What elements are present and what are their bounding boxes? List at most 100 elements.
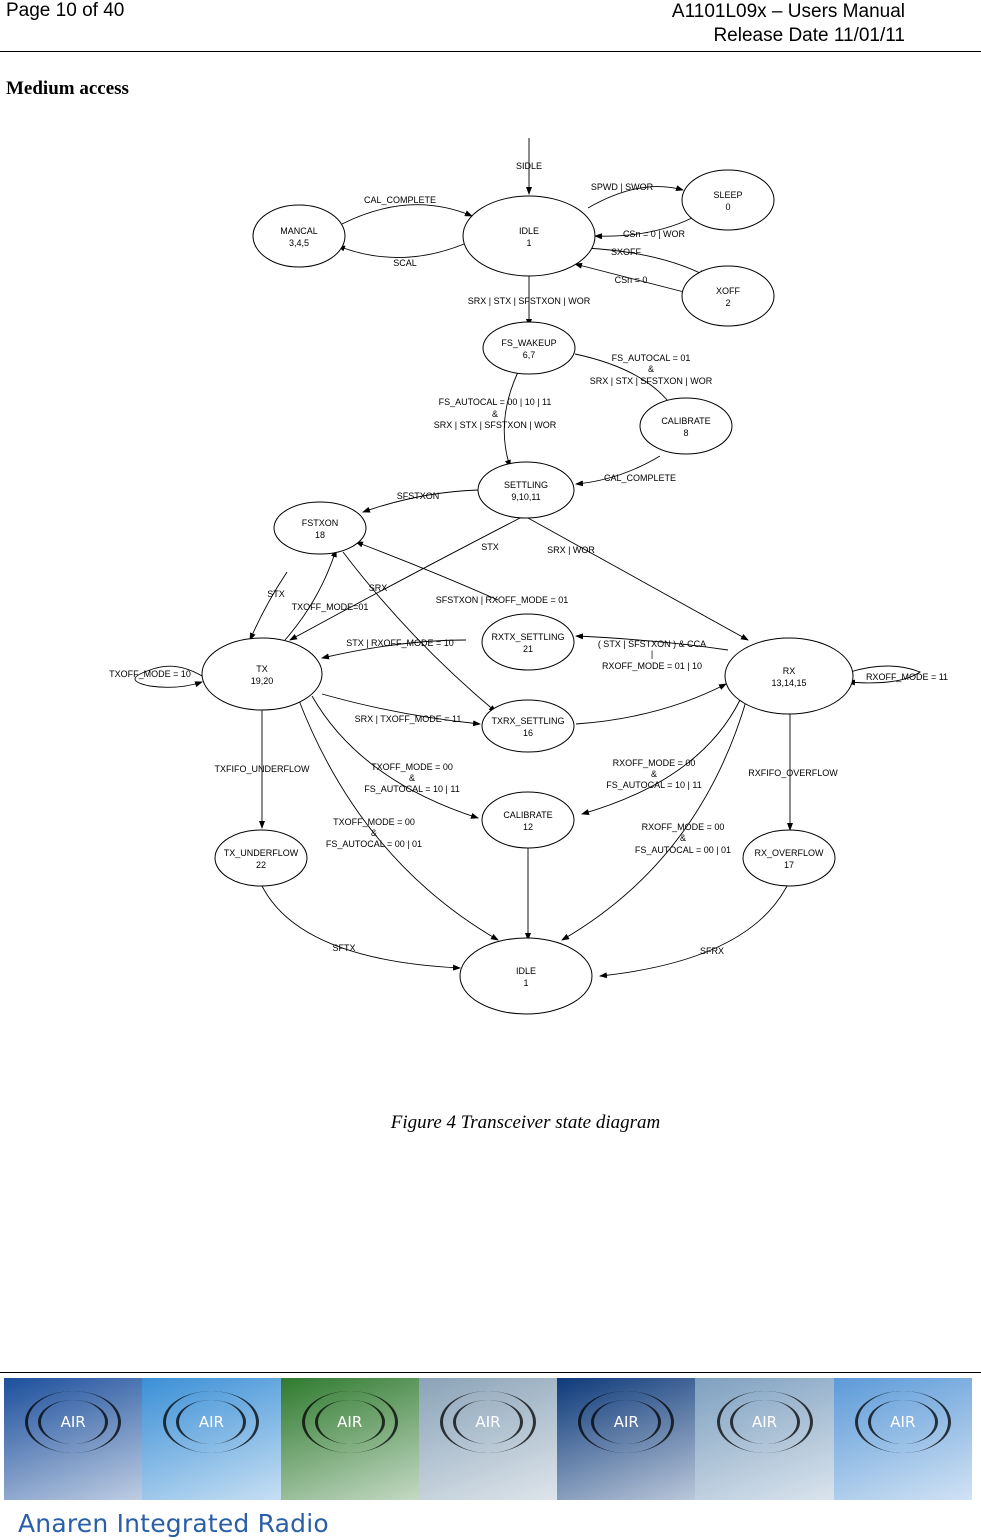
state-name: RXTX_SETTLING <box>491 632 564 642</box>
edge-label: | <box>651 649 653 659</box>
edge-label: SFTX <box>332 943 355 953</box>
edge-label: FS_AUTOCAL = 00 | 01 <box>326 839 422 849</box>
state-number: 16 <box>523 728 533 738</box>
banner-panel-skateboard: AIR <box>4 1378 143 1500</box>
state-name: XOFF <box>716 286 741 296</box>
state-name: IDLE <box>519 226 539 236</box>
air-badge: AIR <box>198 1412 224 1431</box>
state-settling: SETTLING 9,10,11 <box>477 461 575 519</box>
state-name: SLEEP <box>713 190 742 200</box>
brand-name: Anaren Integrated Radio <box>18 1509 329 1538</box>
state-name: TX_UNDERFLOW <box>224 848 299 858</box>
banner-panel-snowboard: AIR <box>418 1378 558 1500</box>
state-number: 17 <box>784 860 794 870</box>
transition-edges <box>134 138 921 979</box>
state-rx: RX 13,14,15 <box>724 637 854 715</box>
edge-label: FS_AUTOCAL = 10 | 11 <box>364 784 459 794</box>
state-sleep: SLEEP 0 <box>681 169 775 231</box>
edge-label: SXOFF <box>611 247 642 257</box>
edge-label: SFSTXON <box>397 491 440 501</box>
state-number: 21 <box>523 644 533 654</box>
edge-label: SFRX <box>700 946 724 956</box>
edge-label: RXOFF_MODE = 01 | 10 <box>602 661 702 671</box>
document-header: A1101L09x – Users Manual Release Date 11… <box>672 0 905 48</box>
edge-label: RXOFF_MODE = 00 <box>642 822 725 832</box>
state-number: 1 <box>526 238 531 248</box>
state-number: 0 <box>725 202 730 212</box>
state-txrx-settling: TXRX_SETTLING 16 <box>481 699 575 753</box>
state-number: 3,4,5 <box>289 238 309 248</box>
state-idle-bottom: IDLE 1 <box>459 937 593 1015</box>
edge-label: TXOFF_MODE = 10 <box>109 669 191 679</box>
edge-label: RXOFF_MODE = 00 <box>613 758 696 768</box>
banner-panel-bike: AIR <box>280 1378 419 1500</box>
air-badge: AIR <box>337 1412 363 1431</box>
state-name: RX_OVERFLOW <box>754 848 824 858</box>
edge-label: SFSTXON | RXOFF_MODE = 01 <box>436 595 569 605</box>
state-number: 8 <box>683 428 688 438</box>
state-fs-wakeup: FS_WAKEUP 6,7 <box>482 321 576 375</box>
edge-label: STX | RXOFF_MODE = 10 <box>346 638 454 648</box>
state-calibrate-12: CALIBRATE 12 <box>481 791 575 849</box>
footer-divider <box>0 1372 981 1373</box>
edge-label: & <box>492 409 498 419</box>
footer-banner: AIR AIR AIR AIR AIR AIR AIR <box>4 1378 972 1500</box>
edge-label: SRX | STX | SFSTXON | WOR <box>468 296 591 306</box>
edge-label: & <box>371 828 377 838</box>
banner-panel-ski: AIR <box>142 1378 281 1500</box>
edge-label: TXOFF_MODE = 00 <box>371 762 453 772</box>
air-badge: AIR <box>475 1412 501 1431</box>
edge-label: STX <box>267 589 285 599</box>
banner-panel-windsurf: AIR <box>557 1378 696 1500</box>
state-tx-underflow: TX_UNDERFLOW 22 <box>214 829 308 887</box>
edge-label: TXOFF_MODE=01 <box>292 602 369 612</box>
edge-label: FS_AUTOCAL = 00 | 01 <box>635 845 731 855</box>
state-number: 18 <box>315 530 325 540</box>
edge-label: CSn = 0 <box>615 275 648 285</box>
state-number: 9,10,11 <box>511 492 540 502</box>
edge-label: STX <box>481 542 499 552</box>
state-name: CALIBRATE <box>661 416 710 426</box>
state-name: RX <box>783 666 796 676</box>
edge-label: SRX | STX | SFSTXON | WOR <box>434 420 557 430</box>
banner-panel-rollerblade: AIR <box>833 1378 972 1500</box>
state-tx: TX 19,20 <box>201 637 323 711</box>
transition-labels: SIDLE CAL_COMPLETE SCAL SPWD | SWOR CSn … <box>109 161 948 956</box>
state-name: MANCAL <box>280 226 318 236</box>
edge-label: & <box>651 769 657 779</box>
edge-label: FS_AUTOCAL = 01 <box>612 353 691 363</box>
state-number: 12 <box>523 822 533 832</box>
state-idle-top: IDLE 1 <box>462 195 596 277</box>
state-name: CALIBRATE <box>503 810 552 820</box>
state-number: 13,14,15 <box>771 678 806 688</box>
state-name: FS_WAKEUP <box>501 338 556 348</box>
edge-label: SCAL <box>393 258 417 268</box>
state-rx-overflow: RX_OVERFLOW 17 <box>742 829 836 887</box>
edge-label: SRX <box>369 583 388 593</box>
air-badge: AIR <box>60 1412 86 1431</box>
state-diagram: IDLE 1 MANCAL 3,4,5 SLEEP 0 XOFF 2 FS_WA… <box>109 138 948 1015</box>
state-number: 22 <box>256 860 266 870</box>
release-date: Release Date 11/01/11 <box>713 25 905 46</box>
edge-label: ( STX | SFSTXON ) & CCA <box>598 639 706 649</box>
state-calibrate-8: CALIBRATE 8 <box>639 397 733 455</box>
figure-caption: Figure 4 Transceiver state diagram <box>390 1112 661 1133</box>
edge-label: SRX | WOR <box>547 545 595 555</box>
air-badge: AIR <box>751 1412 778 1431</box>
state-name: FSTXON <box>302 518 339 528</box>
document-title: A1101L09x – Users Manual <box>671 1 905 22</box>
state-mancal: MANCAL 3,4,5 <box>252 204 346 268</box>
edge-label: SRX | STX | SFSTXON | WOR <box>590 376 713 386</box>
edge-label: TXOFF_MODE = 00 <box>333 817 415 827</box>
edge-label: & <box>680 833 686 843</box>
edge-label: SRX | TXOFF_MODE = 11 <box>355 714 462 724</box>
edge-label: FS_AUTOCAL = 00 | 10 | 11 <box>439 397 552 407</box>
state-number: 19,20 <box>251 676 274 686</box>
edge-label: RXFIFO_OVERFLOW <box>748 768 838 778</box>
state-name: TXRX_SETTLING <box>491 716 564 726</box>
state-name: TX <box>256 664 268 674</box>
edge-label: & <box>648 364 654 374</box>
state-number: 2 <box>725 298 730 308</box>
edge-label: CSn = 0 | WOR <box>623 229 686 239</box>
section-heading: Medium access <box>6 78 129 99</box>
